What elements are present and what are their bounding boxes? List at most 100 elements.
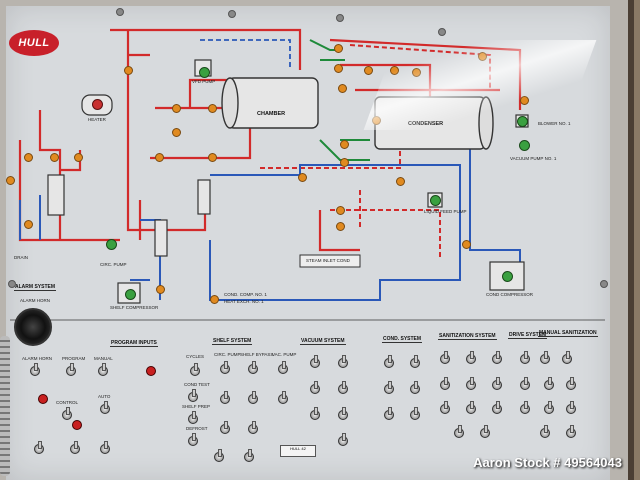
manual-5-switch[interactable]	[544, 401, 554, 414]
temp-switch[interactable]	[70, 441, 80, 454]
heater-label: HEATER	[88, 117, 106, 122]
cond-system-title: COND. SYSTEM	[382, 336, 423, 343]
valve-icon	[24, 153, 33, 162]
program-switch-label: PROGRAM	[62, 356, 86, 361]
valve-icon	[336, 222, 345, 231]
cond-drain-2-switch[interactable]	[466, 377, 476, 390]
program-switch[interactable]	[66, 363, 76, 376]
cond-liquid-switch[interactable]	[410, 381, 420, 394]
circ-pump-label: CIRC. PUMP	[100, 262, 127, 267]
cond-comp-1-switch[interactable]	[384, 355, 394, 368]
valve-icon	[298, 173, 307, 182]
cond-isolation-switch[interactable]	[310, 381, 320, 394]
valve-icon	[6, 176, 15, 185]
screw	[8, 280, 16, 288]
cond-heat-switch[interactable]	[410, 407, 420, 420]
stop-button[interactable]	[146, 366, 156, 376]
manual-7-switch[interactable]	[540, 425, 550, 438]
shelf-cool-exchanger-switch[interactable]	[248, 391, 258, 404]
valve-icon	[336, 206, 345, 215]
drive-2-switch[interactable]	[540, 351, 550, 364]
drive-system-title: DRIVE SYSTEM	[508, 332, 548, 339]
bleed-switch[interactable]	[338, 355, 348, 368]
cond-comp-label: COND. COMP. NO. 1	[224, 292, 267, 297]
shelf-heat-switch[interactable]	[220, 421, 230, 434]
manual-1-switch[interactable]	[520, 377, 530, 390]
cond-compressor-light	[502, 271, 513, 282]
valve-icon	[156, 285, 165, 294]
manual-2-switch[interactable]	[544, 377, 554, 390]
cond-test-switch[interactable]	[188, 389, 198, 402]
shelf-temp-switch[interactable]	[100, 441, 110, 454]
blower-label: BLOWER NO. 1	[538, 121, 571, 126]
cond-heat-2-switch[interactable]	[480, 425, 490, 438]
emergency-stop-button[interactable]	[72, 420, 82, 430]
manual-6-switch[interactable]	[566, 401, 576, 414]
vacuum-pump-light	[519, 140, 530, 151]
steam-inlet-switch[interactable]	[466, 351, 476, 364]
vac-pump-label: VAC. PUMP	[272, 352, 297, 357]
steam-vent-switch[interactable]	[492, 351, 502, 364]
manual-8-switch[interactable]	[566, 425, 576, 438]
valve-icon	[210, 295, 219, 304]
vac-pump-switch[interactable]	[278, 361, 288, 374]
shelf-prep-switch[interactable]	[188, 411, 198, 424]
nameplate-text: HULL 42	[290, 446, 306, 451]
silence-switch[interactable]	[34, 441, 44, 454]
main-vacuum-switch[interactable]	[310, 355, 320, 368]
valve-icon	[372, 116, 381, 125]
cycles-switch[interactable]	[190, 363, 200, 376]
steam-inlet-label: STEAM INLET COND	[306, 258, 350, 263]
blower-light	[517, 116, 528, 127]
cond-drain-switch[interactable]	[384, 381, 394, 394]
screw	[438, 28, 446, 36]
manual-switch[interactable]	[98, 363, 108, 376]
valve-icon	[334, 44, 343, 53]
gas-pump-switch[interactable]	[278, 391, 288, 404]
liquid-feed-switch[interactable]	[440, 377, 450, 390]
heater-switch[interactable]	[214, 449, 224, 462]
drive-switch[interactable]	[520, 351, 530, 364]
steam-trap-switch[interactable]	[440, 401, 450, 414]
shelf-cool-switch[interactable]	[220, 391, 230, 404]
gas-bleed-switch[interactable]	[338, 381, 348, 394]
san-pump-switch[interactable]	[440, 351, 450, 364]
alarm-horn-switch-label: ALARM HORN	[22, 356, 53, 361]
valve-icon	[172, 104, 181, 113]
cond-defrost-switch[interactable]	[384, 407, 394, 420]
control-switch[interactable]	[62, 407, 72, 420]
shelf-prep-label: SHELF PREP	[182, 404, 211, 409]
valve-icon	[334, 64, 343, 73]
cond-vent-switch[interactable]	[466, 401, 476, 414]
auto-switch[interactable]	[100, 401, 110, 414]
chamber-drain-switch[interactable]	[492, 377, 502, 390]
alarm-horn-switch[interactable]	[30, 363, 40, 376]
defrost-switch[interactable]	[188, 433, 198, 446]
valve-icon	[74, 153, 83, 162]
shelf-compressor-label: SHELF COMPRESSOR	[110, 305, 159, 310]
circ-pump-light	[106, 239, 117, 250]
alarm-reset-button[interactable]	[38, 394, 48, 404]
valve-icon	[24, 220, 33, 229]
auto-heat-switch[interactable]	[248, 421, 258, 434]
chamber-heat-switch[interactable]	[454, 425, 464, 438]
chamber-vent-switch[interactable]	[492, 401, 502, 414]
shelf-bypass-switch[interactable]	[248, 361, 258, 374]
shelf-compressor-light	[125, 289, 136, 300]
program-inputs-title: PROGRAM INPUTS	[110, 340, 158, 347]
vfd-pump-label: VFD PUMP	[192, 79, 216, 84]
control-label: CONTROL	[56, 400, 79, 405]
manual-san-switch[interactable]	[562, 351, 572, 364]
manual-3-switch[interactable]	[566, 377, 576, 390]
circ-pump-switch-label: CIRC. PUMP	[214, 352, 241, 357]
vent-switch[interactable]	[244, 449, 254, 462]
vacuum-break-switch[interactable]	[338, 433, 348, 446]
valve-icon	[155, 153, 164, 162]
alarm-horn-icon	[14, 308, 52, 346]
drain-valve-switch[interactable]	[310, 407, 320, 420]
manual-4-switch[interactable]	[520, 401, 530, 414]
manual-switch-label: MANUAL	[94, 356, 113, 361]
circ-pump-switch[interactable]	[220, 361, 230, 374]
cond-comp-2-switch[interactable]	[410, 355, 420, 368]
vacuum-release-switch[interactable]	[338, 407, 348, 420]
